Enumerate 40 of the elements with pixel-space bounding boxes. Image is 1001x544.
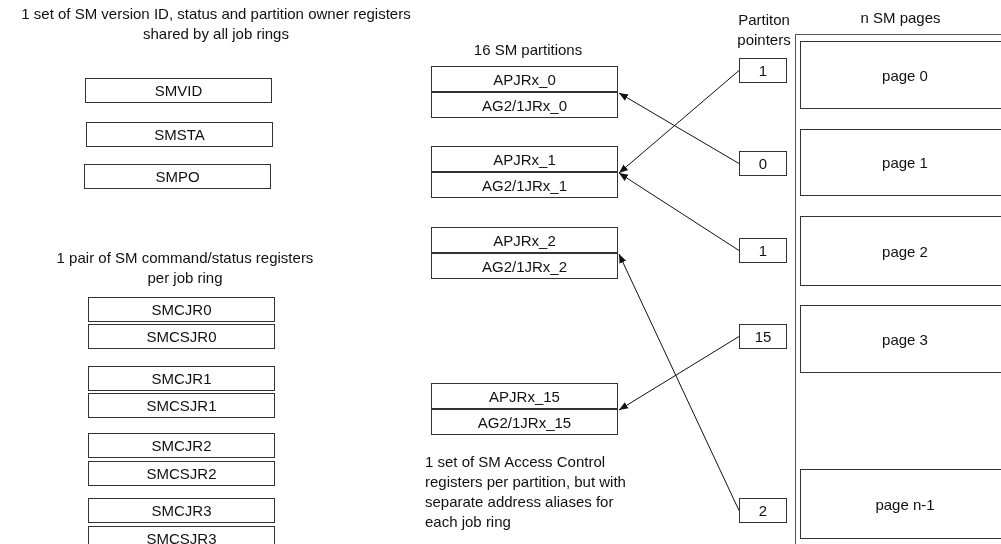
register-box: AG2/1JRx_2 [431,253,618,279]
register-box: SMCSJR1 [88,393,275,418]
pointer-box: 1 [739,238,787,263]
register-box: SMCSJR3 [88,526,275,544]
heading: 1 pair of SM command/status registers per job ring [55,248,315,288]
register-box: SMPO [84,164,271,189]
page-box: page 3 [800,305,1001,373]
register-box: SMVID [85,78,272,103]
register-box: SMCJR0 [88,297,275,322]
register-box: APJRx_0 [431,66,618,92]
arrow [618,70,740,174]
page-box: page n-1 [800,469,1001,539]
heading: 16 SM partitions [472,40,584,60]
heading: n SM pages [859,9,942,27]
register-box: APJRx_1 [431,146,618,172]
arrow [618,92,740,164]
register-box: AG2/1JRx_1 [431,172,618,198]
register-box: SMCJR2 [88,433,275,458]
register-box: SMCJR1 [88,366,275,391]
page-box: page 1 [800,129,1001,196]
pointer-box: 15 [739,324,787,349]
heading: Partiton pointers [736,10,792,50]
note-text: 1 set of SM Access Control registers per partition, but with separate address aliases for each job ring [425,452,627,532]
register-box: SMSTA [86,122,273,147]
register-box: SMCSJR0 [88,324,275,349]
register-box: SMCJR3 [88,498,275,523]
heading: 1 set of SM version ID, status and partition owner registers shared by all job rings [20,4,412,44]
register-box: SMCSJR2 [88,461,275,486]
register-box: APJRx_15 [431,383,618,409]
pointer-box: 2 [739,498,787,523]
arrow [618,172,740,251]
page-box: page 2 [800,216,1001,286]
pointer-box: 1 [739,58,787,83]
register-box: AG2/1JRx_0 [431,92,618,118]
register-box: AG2/1JRx_15 [431,409,618,435]
pointer-box: 0 [739,151,787,176]
arrow [618,336,740,411]
register-box: APJRx_2 [431,227,618,253]
page-box: page 0 [800,41,1001,109]
arrow [618,253,740,511]
